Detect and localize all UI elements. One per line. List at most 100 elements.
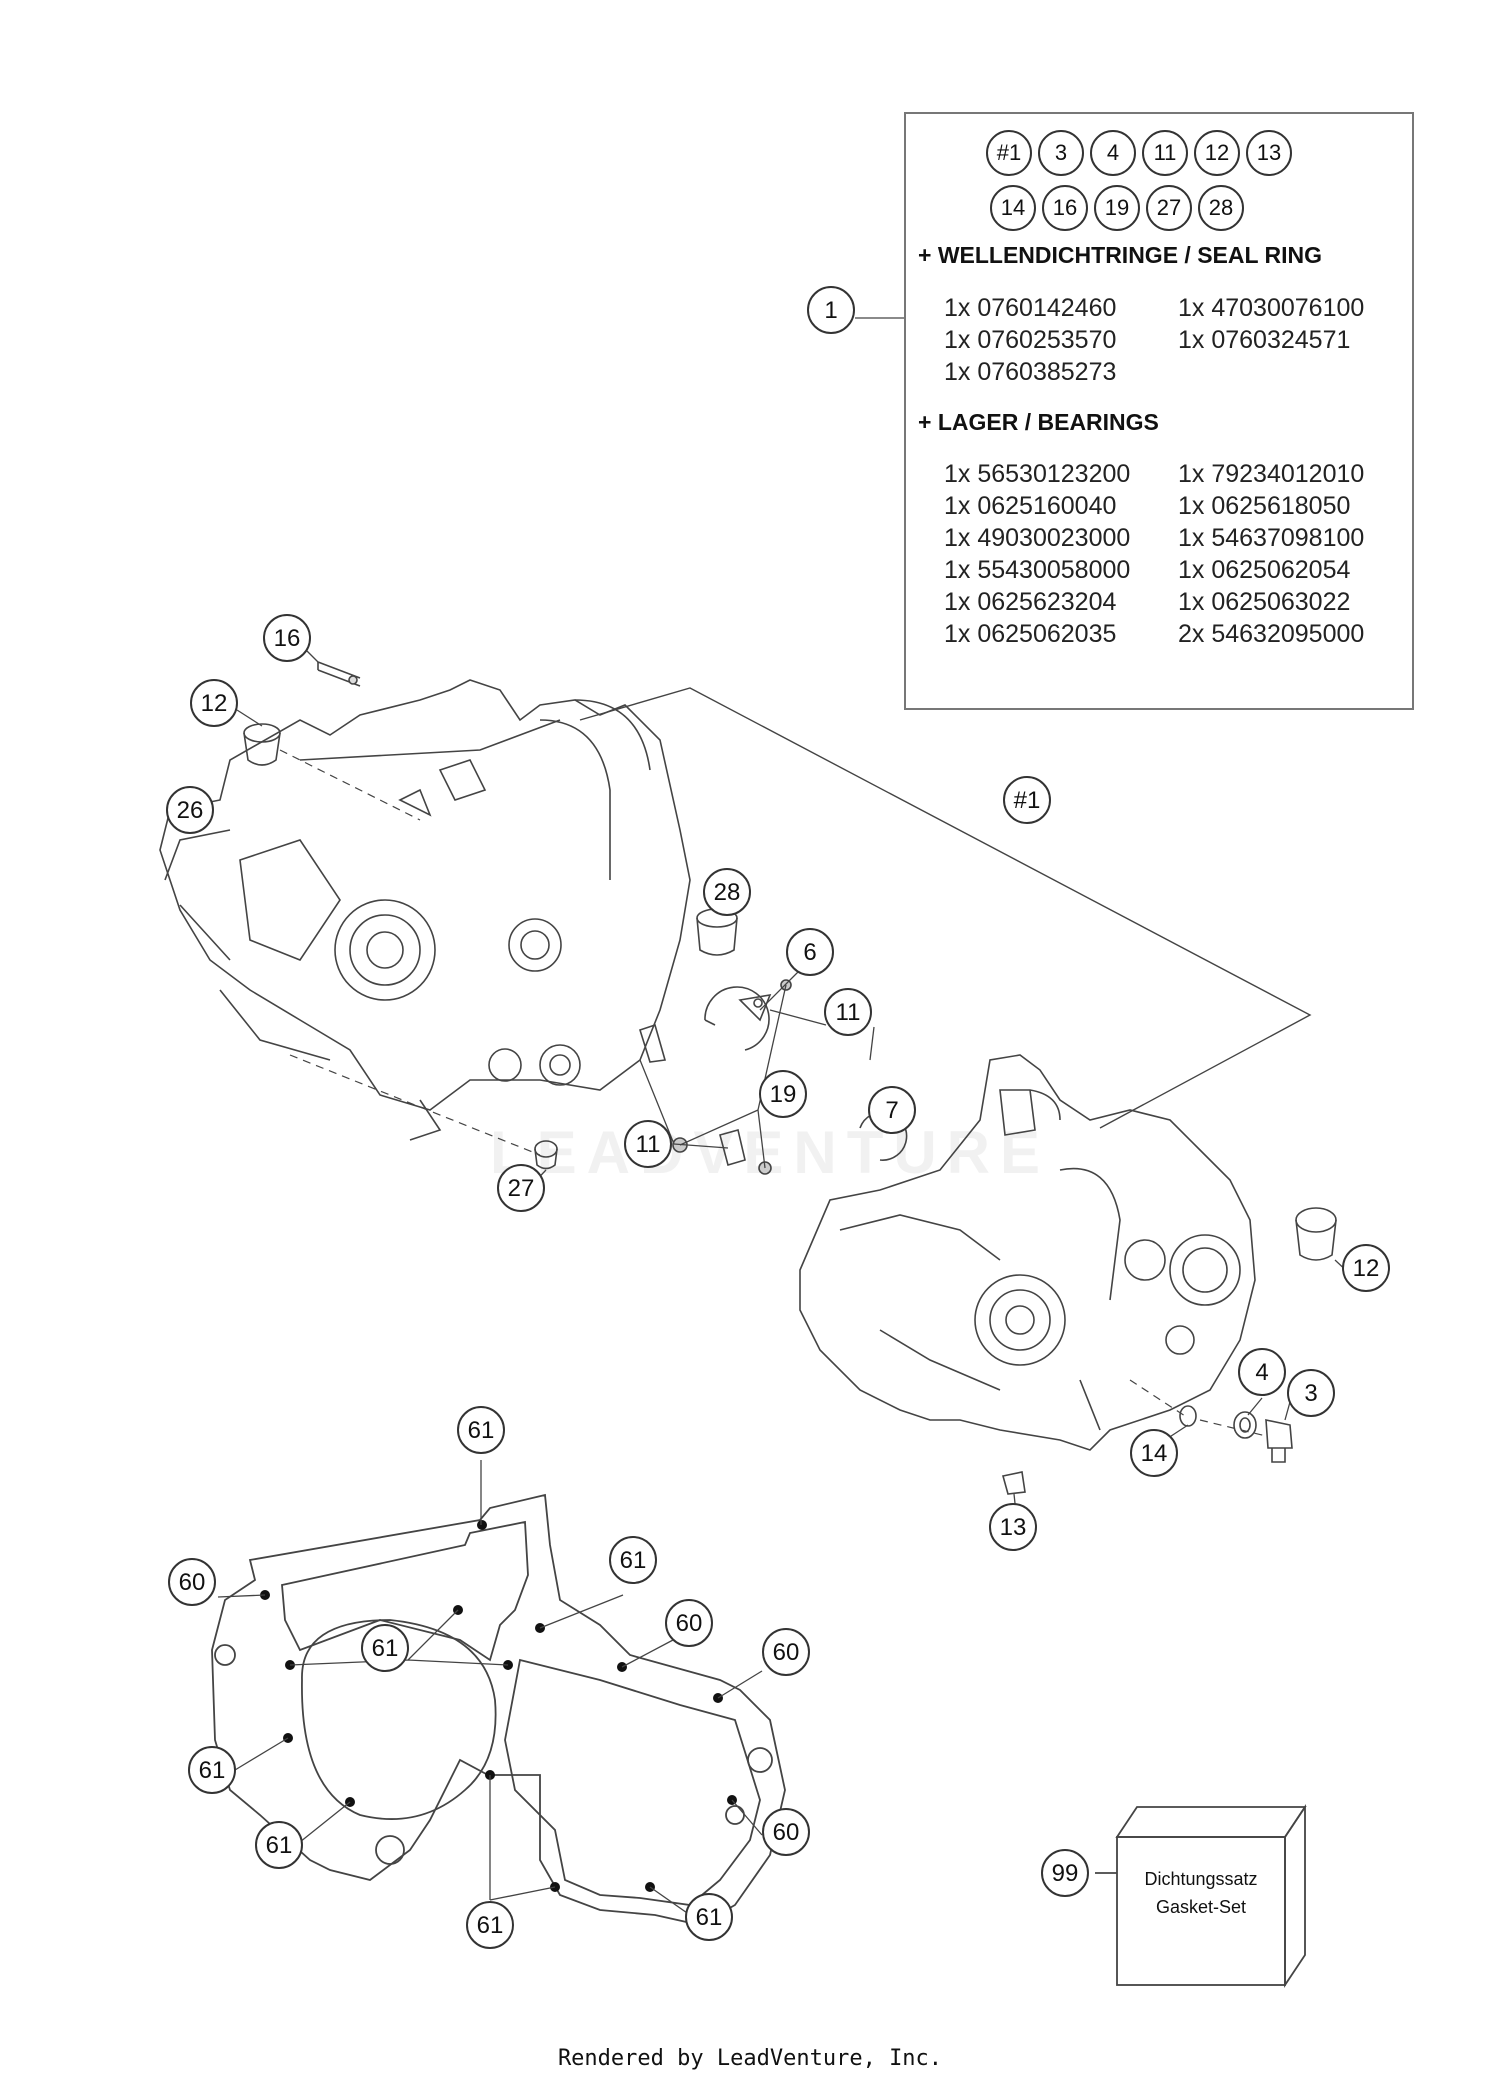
callout-circle	[361, 1624, 409, 1672]
callout-number: 4	[1255, 1359, 1268, 1386]
callout-circle	[685, 1893, 733, 1941]
part-ref-chip: 3	[1038, 130, 1084, 176]
callout-circle	[786, 928, 834, 976]
callout-c7: 7	[868, 1086, 916, 1134]
callout-circle	[824, 988, 872, 1036]
callout-circle	[762, 1808, 810, 1856]
callout-circle	[466, 1901, 514, 1949]
part-ref-chip: 16	[1042, 185, 1088, 231]
callout-c3: 3	[1287, 1369, 1335, 1417]
callout-number: 28	[714, 879, 741, 906]
callout-circle	[166, 786, 214, 834]
callout-number: 60	[179, 1569, 206, 1596]
plates-11b	[639, 1023, 746, 1166]
callout-number: 16	[274, 625, 301, 652]
washer-14	[1179, 1405, 1197, 1427]
callout-g60d: 60	[762, 1808, 810, 1856]
part-number-entry: 1x 0760324571	[1178, 326, 1351, 354]
left-crankcase-half	[159, 679, 691, 1141]
callout-c16: 16	[263, 614, 311, 662]
callout-number: 12	[1353, 1255, 1380, 1282]
callout-c28: 28	[703, 868, 751, 916]
part-number-entry: 1x 0760385273	[944, 358, 1117, 386]
callout-number: 11	[636, 1131, 661, 1158]
part-number-entry: 1x 55430058000	[944, 556, 1131, 584]
callout-number: 61	[199, 1757, 226, 1784]
callout-number: 14	[1141, 1440, 1168, 1467]
callout-number: 6	[803, 939, 816, 966]
callout-number: 27	[508, 1175, 535, 1202]
footer-credit: Rendered by LeadVenture, Inc.	[557, 2046, 943, 2071]
part-number-entry: 1x 79234012010	[1178, 460, 1365, 488]
callout-number: 61	[266, 1832, 293, 1859]
callout-circle	[1041, 1849, 1089, 1897]
part-number-entry: 1x 47030076100	[1178, 294, 1365, 322]
callout-number: 61	[468, 1417, 495, 1444]
part-ref-chip: 14	[990, 185, 1036, 231]
part-ref-chip: #1	[986, 130, 1032, 176]
part-number-entry: 1x 49030023000	[944, 524, 1131, 552]
callout-number: #1	[1014, 787, 1041, 814]
callout-circle	[989, 1503, 1037, 1551]
callout-circle	[255, 1821, 303, 1869]
gasket-set-label-1: Dichtungssatz	[1144, 1869, 1257, 1889]
bearings-title: + LAGER / BEARINGS	[918, 409, 1159, 435]
right-crankcase-half	[799, 1054, 1256, 1451]
callout-g61d: 61	[188, 1746, 236, 1794]
callout-c14: 14	[1130, 1429, 1178, 1477]
callout-number: 99	[1052, 1860, 1079, 1887]
callout-c26: 26	[166, 786, 214, 834]
part-number-entry: 1x 0760142460	[944, 294, 1117, 322]
part-ref-chip: 27	[1146, 185, 1192, 231]
callout-c13: 13	[989, 1503, 1037, 1551]
callout-g61f: 61	[466, 1901, 514, 1949]
part-ref-chip: 12	[1194, 130, 1240, 176]
callout-circle	[1342, 1244, 1390, 1292]
callout-c11b: 11	[624, 1120, 672, 1168]
callout-number: 61	[620, 1547, 647, 1574]
part-number-entry: 2x 54632095000	[1178, 620, 1365, 648]
callout-circle	[609, 1536, 657, 1584]
callout-circle	[497, 1164, 545, 1212]
callout-circle	[807, 286, 855, 334]
callout-number: 61	[696, 1904, 723, 1931]
callout-number: 19	[770, 1081, 797, 1108]
callout-c27: 27	[497, 1164, 545, 1212]
callout-number: 13	[1000, 1514, 1027, 1541]
circlip-6	[704, 986, 770, 1051]
callout-number: 60	[773, 1639, 800, 1666]
part-number-entry: 1x 0625062035	[944, 620, 1117, 648]
part-number-entry: 1x 56530123200	[944, 460, 1131, 488]
callout-c11a: 11	[824, 988, 872, 1036]
callout-c19: 19	[759, 1070, 807, 1118]
callout-circle	[762, 1628, 810, 1676]
gasket-set-box	[1095, 1804, 1307, 1988]
callout-circle	[665, 1599, 713, 1647]
callout-circle	[168, 1558, 216, 1606]
callout-g60c: 60	[762, 1628, 810, 1676]
callout-g61g: 61	[685, 1893, 733, 1941]
callout-number: 3	[1304, 1380, 1317, 1407]
callout-number: 1	[824, 297, 837, 324]
callout-circle	[188, 1746, 236, 1794]
callouts: 1161226286117191127#11243141361606161606…	[166, 286, 1390, 1949]
callout-g61e: 61	[255, 1821, 303, 1869]
callout-g61a: 61	[457, 1406, 505, 1454]
callout-circle	[1003, 776, 1051, 824]
callout-c99: 99	[1041, 1849, 1089, 1897]
callout-number: 60	[773, 1819, 800, 1846]
callout-circle	[1287, 1369, 1335, 1417]
callout-c1: 1	[807, 286, 855, 334]
gasket-set-label-2: Gasket-Set	[1156, 1897, 1246, 1917]
part-ref-chip: 19	[1094, 185, 1140, 231]
part-number-entry: 1x 0625160040	[944, 492, 1117, 520]
callout-circle	[759, 1070, 807, 1118]
callout-c6: 6	[786, 928, 834, 976]
part-number-entry: 1x 0625618050	[1178, 492, 1351, 520]
callout-c1b: #1	[1003, 776, 1051, 824]
part-number-entry: 1x 0625623204	[944, 588, 1117, 616]
